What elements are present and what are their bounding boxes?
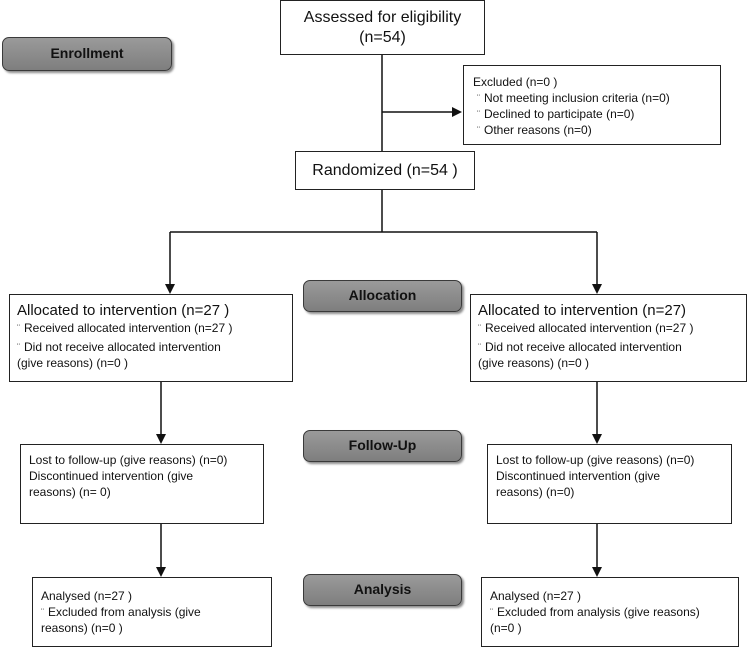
left-analysis-box: Analysed (n=27 ) ¨Excluded from analysis…	[32, 577, 272, 647]
left-followup-box: Lost to follow-up (give reasons) (n=0) D…	[20, 444, 264, 524]
left-allocation-not-received-reasons: (give reasons) (n=0 )	[17, 356, 129, 370]
right-allocation-title: Allocated to intervention (n=27)	[478, 302, 687, 319]
right-followup-lost: Lost to follow-up (give reasons) (n=0)	[496, 453, 695, 467]
stage-allocation: Allocation	[303, 280, 462, 312]
excluded-title: Excluded (n=0 )	[473, 75, 558, 89]
right-followup-reasons: reasons) (n=0)	[496, 485, 575, 499]
left-analysis-excluded-reasons: reasons) (n=0 )	[41, 621, 123, 635]
stage-follow-up: Follow-Up	[303, 430, 462, 462]
right-analysis-box: Analysed (n=27 ) ¨Excluded from analysis…	[481, 577, 739, 647]
right-analysis-excluded: ¨Excluded from analysis (give reasons)	[490, 605, 700, 619]
left-followup-lost: Lost to follow-up (give reasons) (n=0)	[29, 453, 228, 467]
stage-enrollment: Enrollment	[2, 37, 172, 71]
assessed-label: Assessed for eligibility	[303, 9, 462, 26]
right-analysed: Analysed (n=27 )	[490, 589, 582, 603]
right-analysis-excluded-reasons: (n=0 )	[490, 621, 522, 635]
randomized-label: Randomized (n=54 )	[312, 162, 458, 179]
stage-analysis: Analysis	[303, 574, 462, 606]
assessed-count: (n=54)	[359, 29, 406, 46]
left-followup-reasons: reasons) (n= 0)	[29, 485, 111, 499]
left-analysed: Analysed (n=27 )	[41, 589, 133, 603]
excluded-item: ¨Other reasons (n=0)	[477, 123, 592, 137]
assessed-box: Assessed for eligibility (n=54)	[280, 0, 485, 55]
excluded-box: Excluded (n=0 ) ¨Not meeting inclusion c…	[463, 65, 721, 145]
right-followup-box: Lost to follow-up (give reasons) (n=0) D…	[487, 444, 732, 524]
excluded-item: ¨Declined to participate (n=0)	[477, 107, 635, 121]
right-allocation-not-received-reasons: (give reasons) (n=0 )	[478, 356, 590, 370]
left-analysis-excluded: ¨Excluded from analysis (give	[41, 605, 201, 619]
left-allocation-received: ¨Received allocated intervention (n=27 )	[17, 321, 233, 335]
randomized-box: Randomized (n=54 )	[295, 151, 475, 190]
left-allocation-not-received: ¨Did not receive allocated intervention	[17, 340, 221, 354]
right-allocation-received: ¨Received allocated intervention (n=27 )	[478, 321, 694, 335]
left-followup-discontinued: Discontinued intervention (give	[29, 469, 194, 483]
right-followup-discontinued: Discontinued intervention (give	[496, 469, 661, 483]
right-allocation-not-received: ¨Did not receive allocated intervention	[478, 340, 682, 354]
left-allocation-title: Allocated to intervention (n=27 )	[17, 302, 230, 319]
left-allocation-box: Allocated to intervention (n=27 ) ¨Recei…	[9, 294, 293, 382]
excluded-item: ¨Not meeting inclusion criteria (n=0)	[477, 91, 670, 105]
right-allocation-box: Allocated to intervention (n=27) ¨Receiv…	[470, 294, 747, 382]
